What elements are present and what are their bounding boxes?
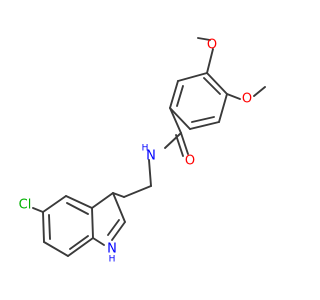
bond (67, 237, 94, 257)
bond (189, 121, 220, 130)
bond (177, 72, 208, 82)
nitrogen-label-indole: N (107, 242, 117, 257)
bond (65, 195, 93, 209)
oxygen-label-carbonyl: O (185, 154, 195, 169)
bond (206, 48, 214, 74)
bond (180, 132, 189, 155)
bond (164, 132, 182, 149)
bond (92, 237, 105, 246)
bond (91, 192, 114, 209)
bond (111, 221, 126, 241)
bond (43, 241, 69, 257)
oxygen-label-methoxy-right: O (242, 92, 252, 107)
bond (169, 107, 191, 130)
molecule-structure: O O N H O Cl H N (19, 37, 266, 265)
bond (176, 85, 184, 107)
bond (69, 235, 89, 250)
bond (42, 211, 45, 243)
nitrogen-label-amide: N (146, 149, 156, 164)
oxygen-label-methoxy-top: O (207, 38, 217, 53)
hydrogen-label-amide: H (142, 144, 149, 154)
bond (148, 159, 152, 187)
bond (175, 134, 184, 157)
bond (197, 37, 211, 41)
bond (169, 107, 182, 134)
bond (203, 77, 221, 95)
bond (218, 93, 228, 123)
bond-layer (32, 37, 266, 257)
bond (32, 207, 44, 213)
bond (169, 80, 179, 109)
hydrogen-label-indole: H (109, 255, 116, 265)
bond (123, 185, 152, 198)
bond (42, 195, 67, 213)
chlorine-label: Cl (19, 198, 32, 213)
bond (91, 207, 94, 239)
bond (253, 86, 266, 97)
bond (112, 192, 126, 223)
bond (191, 116, 215, 123)
bond (107, 219, 120, 236)
bond (66, 202, 89, 215)
bond (112, 192, 125, 198)
bond (206, 72, 228, 95)
atom-label-layer: O O N H O Cl H N (19, 38, 252, 265)
bond (226, 93, 241, 100)
bond (48, 214, 51, 240)
